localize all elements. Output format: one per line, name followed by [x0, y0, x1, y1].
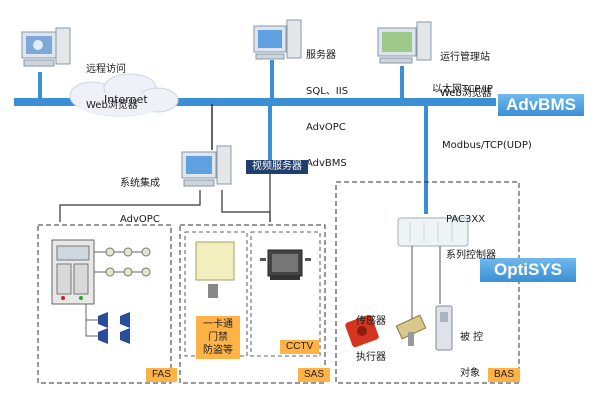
access-label-box: 一卡通 门禁 防盗等	[196, 316, 240, 359]
drop-video-server	[268, 104, 272, 160]
controlled-object-label: 被 控 对象	[460, 308, 483, 392]
remote-station-label: 远程访问 Web浏览器	[86, 40, 138, 124]
controlled-line-1: 被 控	[460, 332, 484, 343]
cctv-tag: CCTV	[280, 340, 320, 354]
internet-label: Internet	[104, 93, 148, 106]
optisys-banner: OptiSYS	[480, 258, 576, 282]
modbus-label: Modbus/TCP(UDP)	[442, 140, 532, 151]
advbms-banner-text: AdvBMS	[506, 95, 576, 114]
link-integration-sas	[221, 190, 271, 222]
server-station-line-2: SQL、IIS	[306, 86, 349, 97]
remote-station-line-1: 远程访问	[86, 64, 126, 75]
server-station-label: 服务器 SQL、IIS AdvOPC AdvBMS	[306, 26, 348, 182]
link-integration-down	[59, 190, 201, 222]
access-line-2: 门禁	[208, 332, 228, 343]
sensor-device	[395, 314, 427, 346]
access-control-unit	[195, 241, 235, 298]
video-server-box: 视频服务器	[246, 160, 308, 174]
drop-ops-pc	[400, 66, 404, 100]
integration-station-line-1: 系统集成	[120, 178, 160, 189]
sas-panel	[179, 224, 326, 384]
drop-server-pc	[270, 60, 274, 100]
operations-pc	[377, 21, 432, 64]
integration-pc	[181, 145, 232, 187]
fire-alarm-panel	[51, 239, 95, 305]
ops-station-line-1: 运行管理站	[440, 52, 490, 63]
controller-line-1: PAC3XX	[446, 214, 486, 225]
remote-station-line-2: Web浏览器	[86, 100, 138, 111]
sas-tag: SAS	[298, 368, 331, 382]
controller-label: PAC3XX 系列控制器	[446, 190, 496, 274]
cctv-monitor	[260, 249, 311, 280]
sensor-actuator-label: 传感器 执行器	[356, 292, 386, 376]
ops-station-line-2: Web浏览器	[440, 88, 492, 99]
access-line-3: 防盗等	[203, 345, 233, 356]
controller-line-2: 系列控制器	[446, 250, 496, 261]
integration-station-line-2: AdvOPC	[120, 214, 160, 225]
advbms-banner: AdvBMS	[498, 94, 584, 116]
bas-tag: BAS	[488, 368, 521, 382]
controlled-object-device	[435, 305, 453, 351]
sensor-line-1: 传感器	[356, 316, 386, 327]
remote-access-pc	[21, 27, 71, 67]
sensor-line-2: 执行器	[356, 352, 386, 363]
server-station-line-1: 服务器	[306, 50, 336, 61]
ethernet-bus	[14, 98, 496, 106]
optisys-banner-text: OptiSYS	[493, 260, 562, 279]
fas-tag: FAS	[146, 368, 177, 382]
internet-cloud	[69, 73, 179, 117]
ethernet-label: 以太网TCP/IP	[432, 84, 493, 95]
fire-speakers	[98, 312, 130, 344]
controlled-line-2: 对象	[460, 368, 480, 379]
cctv-subpanel	[250, 231, 321, 357]
fire-detectors	[105, 247, 151, 277]
fas-speaker-wire	[85, 304, 98, 337]
server-station-line-4: AdvBMS	[306, 158, 347, 169]
drop-remote-pc	[38, 72, 42, 100]
bas-panel	[335, 181, 520, 384]
fas-panel	[37, 224, 172, 384]
ops-station-label: 运行管理站 Web浏览器	[440, 28, 492, 112]
pac-controller	[397, 217, 469, 247]
access-line-1: 一卡通	[203, 319, 233, 330]
actuator-device	[345, 314, 379, 348]
integration-station-label: 系统集成 AdvOPC	[120, 154, 160, 238]
server-station-line-3: AdvOPC	[306, 122, 346, 133]
server-pc	[253, 19, 302, 60]
drop-controller	[424, 104, 428, 214]
